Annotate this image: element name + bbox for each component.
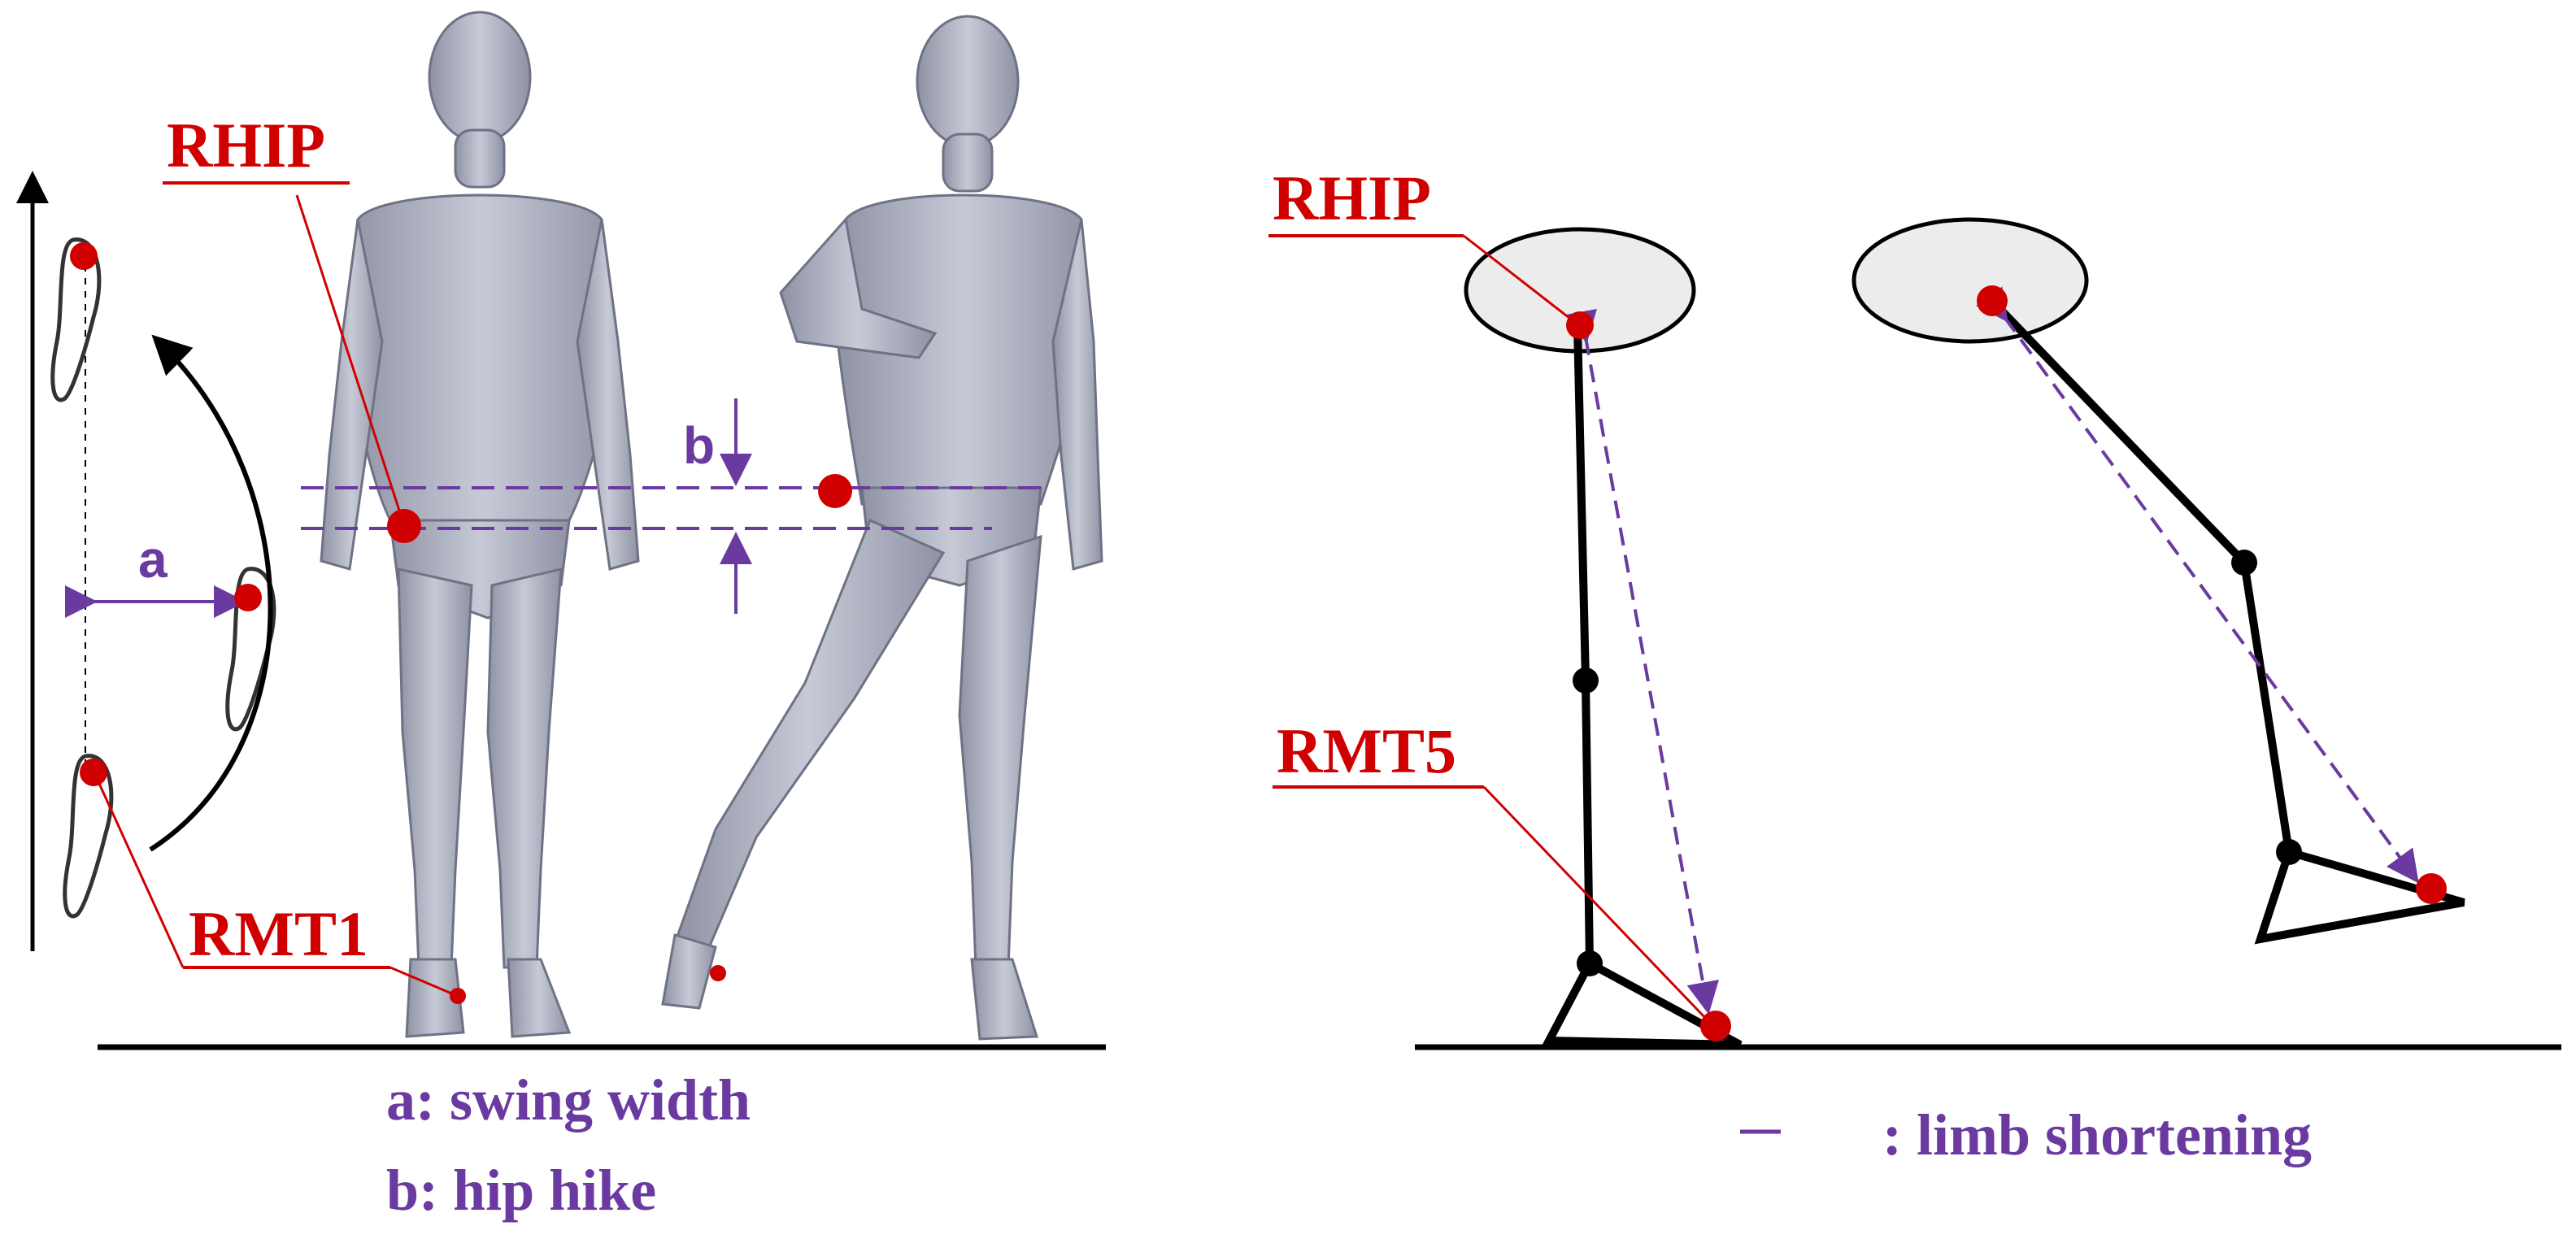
legend-limb-shortening: : limb shortening: [1882, 1102, 2312, 1167]
limb-length-arrow-left: [1564, 308, 1719, 1015]
rhip-label-right: RHIP: [1273, 163, 1431, 233]
limb-length-arrow-right: [1975, 286, 2419, 884]
rmt1-leader-to-sketch: [94, 776, 185, 968]
rmt5-label: RMT5: [1277, 715, 1456, 786]
rhip-leader-left: [295, 194, 404, 521]
rmt1-label: RMT1: [189, 898, 368, 969]
hip-hike-letter: b: [683, 416, 715, 475]
rmt5-marker-swing: [2416, 873, 2447, 904]
rhip-marker-right: [1566, 311, 1594, 339]
left-panel: a: [15, 11, 1106, 1223]
hip-hike-figure: [661, 15, 1103, 1041]
rmt1-leader-to-foot: [389, 966, 456, 997]
swing-arc-arrow: [149, 334, 273, 852]
marker-top: [70, 242, 98, 270]
ankle-joint-left: [1577, 950, 1603, 976]
rmt1-marker-standing: [450, 988, 466, 1004]
right-panel: RHIP RMT5 : limb shortening: [1268, 163, 2561, 1167]
legend-swing-width: a: swing width: [386, 1067, 751, 1132]
rmt5-marker-left: [1700, 1011, 1731, 1041]
marker-middle: [234, 584, 262, 611]
legend-hip-hike: b: hip hike: [386, 1158, 656, 1223]
pelvis-right: [1852, 217, 2089, 344]
rhip-label-left: RHIP: [167, 110, 325, 180]
rmt5-leader: [1482, 785, 1709, 1022]
swing-width-letter: a: [138, 530, 168, 589]
rhip-marker-standing: [387, 509, 421, 543]
footprint-top: [50, 237, 102, 402]
footprint-middle: [225, 567, 276, 732]
marker-rmt1-sketch: [80, 759, 107, 786]
knee-joint-left: [1573, 667, 1599, 693]
rmt1-marker-hiked: [710, 965, 726, 981]
standing-figure: [320, 11, 640, 1038]
footprint-bottom: [63, 754, 114, 919]
rhip-leader-right: [1463, 234, 1574, 323]
footprint-sketch: a: [15, 171, 276, 951]
ankle-joint-right: [2276, 839, 2302, 865]
rhip-marker-swing: [1977, 285, 2008, 316]
rhip-marker-hiked: [818, 474, 852, 508]
knee-joint-right: [2231, 550, 2257, 576]
